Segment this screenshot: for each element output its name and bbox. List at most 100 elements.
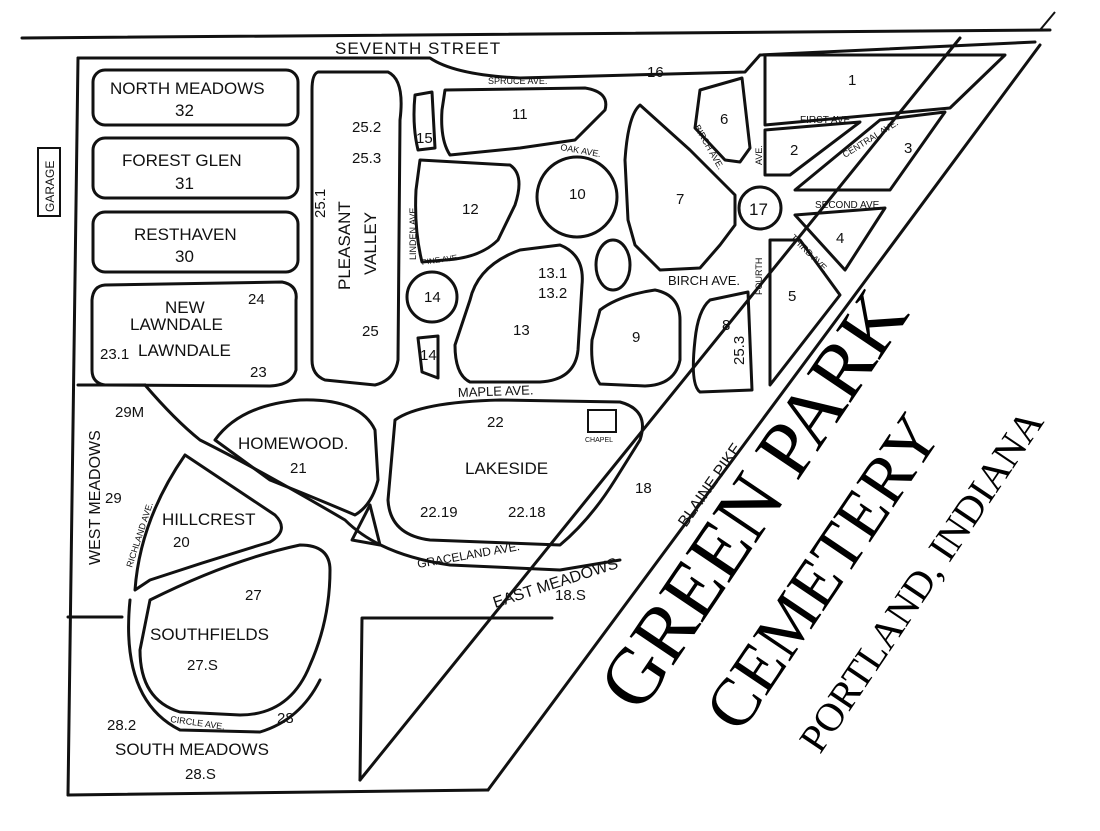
section-17-label: 17 [749, 200, 768, 219]
birch-ave-upper-label: BIRCH AVE. [692, 123, 726, 171]
forest-glen-num: 31 [175, 174, 194, 193]
section-1-label: 1 [848, 72, 856, 89]
ave-label: AVE. [754, 145, 764, 165]
pleasant-label: PLEASANT [335, 201, 354, 290]
valley-label: VALLEY [361, 212, 380, 275]
forest-glen-label: FOREST GLEN [122, 151, 242, 170]
south-meadows-num: 28.S [185, 766, 216, 783]
section-11-label: 11 [512, 106, 528, 123]
section-23-1-label: 23.1 [100, 346, 129, 363]
garage-label: GARAGE [43, 161, 57, 212]
section-13-1-label: 13.1 [538, 265, 567, 282]
circle-ave-outer [127, 598, 322, 734]
east-meadows-num: 18.S [555, 587, 586, 604]
section-29-label: 29 [105, 490, 122, 507]
section-5-label: 5 [788, 288, 796, 305]
north-boundary [76, 40, 1037, 80]
north-meadows-label: NORTH MEADOWS [110, 79, 265, 98]
linden-ave-label: LINDEN AVE. [408, 205, 418, 260]
section-7-block [623, 103, 737, 272]
section-9-block [590, 288, 682, 388]
section-4-label: 4 [836, 230, 844, 247]
section-27-label: 27 [245, 587, 262, 604]
hillcrest-block [133, 453, 283, 592]
section-22-label: 22 [487, 414, 504, 431]
resthaven-label: RESTHAVEN [134, 225, 237, 244]
section-23-label: 23 [250, 364, 267, 381]
third-ave-label: THIRD AVE. [789, 232, 831, 274]
triangle-island [350, 503, 382, 547]
section-25-2-label: 25.2 [352, 119, 381, 136]
spruce-ave-label: SPRUCE AVE. [488, 76, 547, 86]
section-22-18-label: 22.18 [508, 504, 546, 521]
lawndale-label: LAWNDALE [138, 341, 231, 360]
circle-17 [737, 185, 783, 231]
birch-ave-label: BIRCH AVE. [668, 273, 740, 288]
southfields-label: SOUTHFIELDS [150, 625, 269, 644]
south-boundary [66, 788, 490, 797]
homewood-block [213, 398, 380, 517]
section-15-block [412, 90, 437, 152]
resthaven-block [91, 210, 300, 274]
forest-glen-block [91, 136, 300, 200]
section-8-label: 8 [722, 317, 730, 334]
section-28-2-label: 28.2 [107, 717, 136, 734]
resthaven-num: 30 [175, 247, 194, 266]
seventh-street-line-upper [20, 28, 1052, 40]
section-13-2-label: 13.2 [538, 285, 567, 302]
section-25-1-label: 25.1 [312, 189, 329, 218]
section-24-label: 24 [248, 291, 265, 308]
new-lawndale-label-2: LAWNDALE [130, 315, 223, 334]
chapel-label: CHAPEL [585, 437, 613, 444]
section-25-3b-label: 25.3 [731, 336, 748, 365]
section-14-circle-label: 14 [424, 289, 441, 306]
section-25-3-label: 25.3 [352, 150, 381, 167]
section-13-block [453, 243, 584, 384]
seventh-street-label: SEVENTH STREET [335, 39, 501, 58]
lakeside-label: LAKESIDE [465, 459, 548, 478]
hillcrest-num: 20 [173, 534, 190, 551]
west-meadows-label: WEST MEADOWS [87, 430, 104, 565]
hillcrest-label: HILLCREST [162, 510, 256, 529]
section-16-label: 16 [647, 64, 664, 81]
section-2-label: 2 [790, 142, 798, 159]
pleasant-valley-block [310, 70, 403, 387]
section-15-label: 15 [416, 130, 433, 147]
west-boundary [66, 56, 80, 797]
second-ave-label: SECOND AVE. [815, 200, 882, 211]
east-meadows-outline [358, 616, 554, 782]
southfields-block [138, 543, 332, 717]
section-2-block [763, 120, 862, 177]
first-ave-label: FIRST AVE. [800, 115, 853, 126]
section-3-block [793, 110, 947, 192]
chapel-building [587, 409, 617, 433]
section-18-label: 18 [635, 480, 652, 497]
east-boundary-blaine-pike [486, 43, 1042, 792]
lakeside-block [386, 398, 644, 547]
section-6-label: 6 [720, 111, 728, 128]
corner-mark [1039, 11, 1056, 31]
south-meadows-label: SOUTH MEADOWS [115, 740, 269, 759]
southfields-num: 27.S [187, 657, 218, 674]
pond-oval [594, 238, 632, 292]
section-3-label: 3 [904, 140, 912, 157]
lawndale-block [90, 280, 298, 388]
section-22-19-label: 22.19 [420, 504, 458, 521]
section-12-label: 12 [462, 201, 479, 218]
section-14-small [416, 334, 440, 380]
section-8-block [691, 290, 754, 394]
section-14-circle [405, 270, 459, 324]
section-13-label: 13 [513, 322, 530, 339]
section-9-label: 9 [632, 329, 640, 346]
section-5-block [768, 238, 842, 387]
pine-ave-label: PINE AVE. [421, 253, 460, 267]
section-4-block [793, 206, 887, 272]
north-meadows-num: 32 [175, 101, 194, 120]
maple-ave-label: MAPLE AVE. [458, 382, 534, 400]
blaine-pike-west-edge [358, 36, 962, 782]
section-7-label: 7 [676, 191, 684, 208]
north-meadows-block [91, 68, 300, 127]
garage-building [37, 147, 61, 217]
section-14-small-label: 14 [420, 347, 437, 364]
